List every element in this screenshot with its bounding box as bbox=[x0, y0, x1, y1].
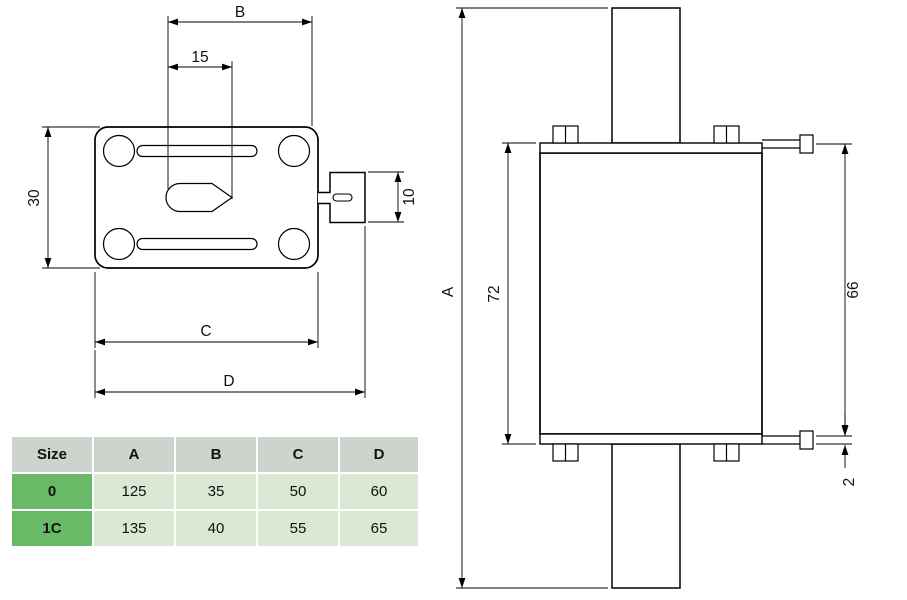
blade-bottom bbox=[611, 443, 681, 589]
dimension-2: 2 bbox=[816, 412, 858, 486]
table-cell: 65 bbox=[340, 511, 418, 546]
dim-label-15: 15 bbox=[191, 49, 208, 66]
corner-hole bbox=[102, 134, 136, 168]
mounting-slot bbox=[136, 144, 258, 158]
table-cell: 40 bbox=[176, 511, 256, 546]
dim-label-10: 10 bbox=[401, 188, 418, 206]
dim-label-72: 72 bbox=[486, 285, 503, 302]
table-header-a: A bbox=[94, 437, 174, 472]
lug-end bbox=[799, 134, 814, 154]
lug-end bbox=[799, 430, 814, 450]
blade-top bbox=[611, 7, 681, 144]
dim-label-30: 30 bbox=[26, 189, 43, 207]
table-cell: 125 bbox=[94, 474, 174, 509]
fuse-side-body bbox=[539, 152, 763, 435]
dim-label-2: 2 bbox=[841, 478, 858, 487]
dimension-10: 10 bbox=[368, 171, 418, 223]
table-cell: 135 bbox=[94, 511, 174, 546]
table-header-size: Size bbox=[12, 437, 92, 472]
dim-label-C: C bbox=[200, 323, 211, 340]
table-cell: 35 bbox=[176, 474, 256, 509]
side-view: A 72 66 2 bbox=[440, 7, 862, 589]
grip-lugs bbox=[762, 134, 814, 450]
table-cell: 55 bbox=[258, 511, 338, 546]
dimension-table: Size A B C D 0 125 35 50 60 1C 135 40 55… bbox=[12, 437, 418, 546]
dim-label-D: D bbox=[223, 373, 234, 390]
bottom-flange bbox=[539, 433, 763, 445]
dimension-15: 15 bbox=[168, 49, 233, 199]
dimension-A: A bbox=[440, 7, 608, 589]
table-header-b: B bbox=[176, 437, 256, 472]
table-cell: 50 bbox=[258, 474, 338, 509]
dimension-C: C bbox=[94, 272, 319, 348]
table-header-d: D bbox=[340, 437, 418, 472]
contact-clips bbox=[552, 125, 740, 462]
dimension-72: 72 bbox=[486, 142, 536, 445]
corner-hole bbox=[102, 227, 136, 261]
blade-indicator bbox=[165, 182, 234, 213]
dimension-66: 66 bbox=[816, 143, 862, 437]
terminal-tab-slot bbox=[332, 193, 353, 202]
dim-label-B: B bbox=[235, 4, 245, 21]
front-view: B 15 30 10 bbox=[26, 4, 418, 398]
dim-label-A: A bbox=[440, 286, 457, 297]
mounting-slot bbox=[136, 237, 258, 251]
table-row-size: 1C bbox=[12, 511, 92, 546]
table-cell: 60 bbox=[340, 474, 418, 509]
table-row-size: 0 bbox=[12, 474, 92, 509]
top-flange bbox=[539, 142, 763, 154]
dim-label-66: 66 bbox=[845, 281, 862, 298]
dimension-B: B bbox=[167, 4, 313, 189]
corner-hole bbox=[277, 227, 311, 261]
dimension-30: 30 bbox=[26, 126, 100, 269]
dimension-D: D bbox=[94, 226, 366, 398]
corner-hole bbox=[277, 134, 311, 168]
table-header-c: C bbox=[258, 437, 338, 472]
